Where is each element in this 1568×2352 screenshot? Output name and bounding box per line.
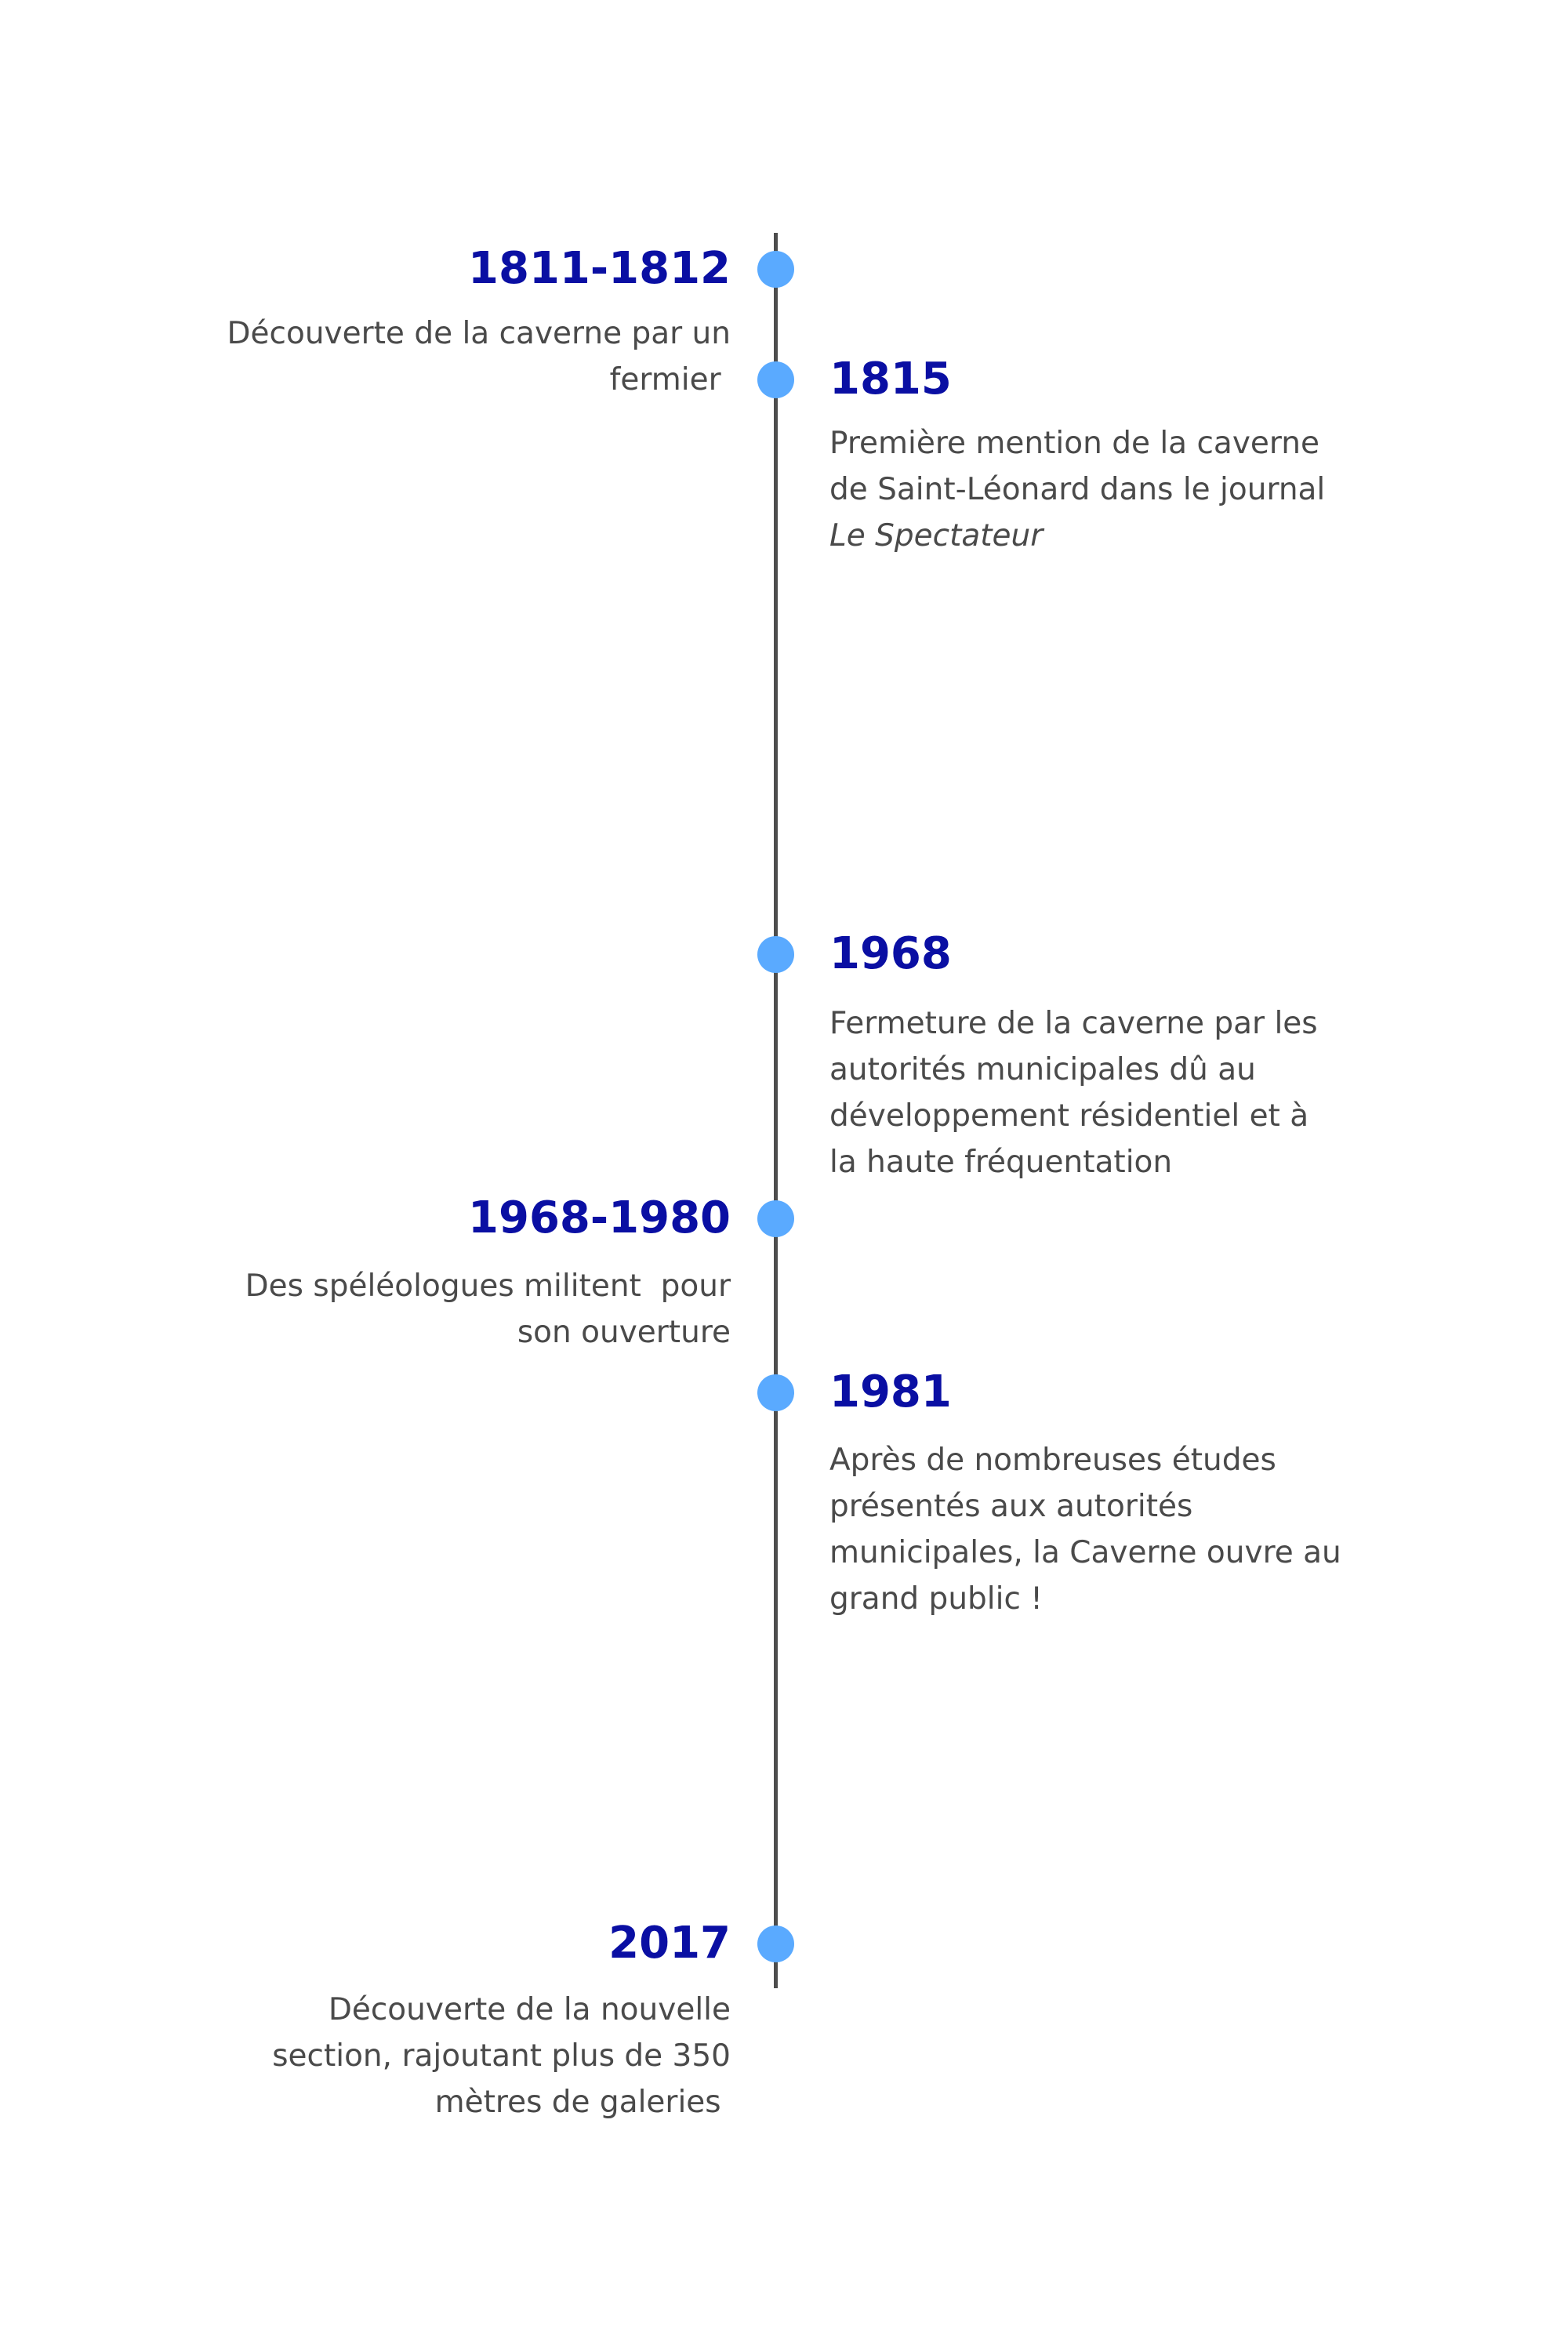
timeline-axis [774,233,778,1988]
description-line: développement résidentiel et à [829,1098,1309,1134]
description-line: Fermeture de la caverne par les [829,1006,1318,1041]
event-year: 1981 [829,1367,952,1417]
description-line: mètres de galeries [434,2085,731,2120]
description-line: Découverte de la caverne par un [227,316,731,351]
event-description: Découverte de la nouvelle section, rajou… [272,1987,731,2125]
timeline-dot [757,361,794,398]
event-description: Des spéléologues militent pour son ouver… [245,1263,731,1356]
event-description: Découverte de la caverne par un fermier [227,310,731,403]
description-line: Des spéléologues militent pour [245,1269,731,1304]
description-line: municipales, la Caverne ouvre au [829,1535,1341,1570]
description-line: grand public ! [829,1581,1043,1617]
event-year: 1815 [829,354,952,405]
timeline-dot [757,251,794,288]
description-line: Première mention de la caverne [829,426,1319,461]
timeline-dot [757,936,794,973]
event-description: Fermeture de la caverne par les autorité… [829,1000,1318,1185]
description-line: section, rajoutant plus de 350 [272,2038,731,2074]
description-line: la haute fréquentation [829,1145,1173,1180]
event-year: 1968 [829,928,952,979]
description-line: de Saint-Léonard dans le journal [829,472,1326,507]
event-year: 1811-1812 [468,243,731,294]
description-line: autorités municipales dû au [829,1052,1256,1087]
description-line: Après de nombreuses études [829,1443,1276,1478]
description-line: Découverte de la nouvelle [328,1992,731,2027]
event-description: Après de nombreuses études présentés aux… [829,1437,1341,1622]
newspaper-title: Le Spectateur [829,518,1044,554]
timeline-dot [757,1200,794,1237]
description-line: présentés aux autorités [829,1489,1193,1524]
description-line: son ouverture [517,1315,731,1350]
timeline-dot [757,1374,794,1411]
timeline-dot [757,1926,794,1962]
event-year: 1968-1980 [468,1192,731,1243]
event-year: 2017 [608,1918,731,1969]
event-description: Première mention de la caverne de Saint-… [829,420,1325,559]
description-line: fermier [609,362,731,397]
